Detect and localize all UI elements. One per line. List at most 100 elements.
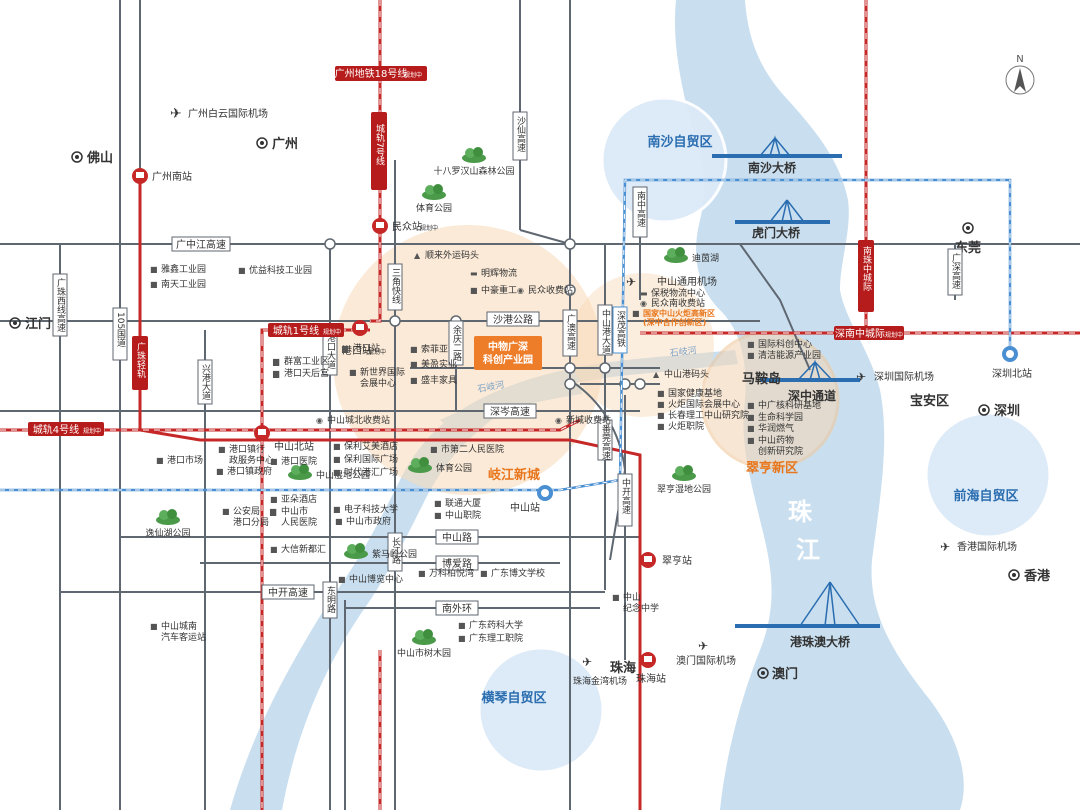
building-icon: ■ <box>156 456 164 465</box>
station-gznan[interactable]: 广州南站 <box>132 168 192 184</box>
svg-text:沙港公路: 沙港公路 <box>493 313 533 326</box>
poi-p34: ■港口医院 <box>270 455 317 467</box>
hengqin-zone <box>477 646 605 774</box>
svg-text:规划中: 规划中 <box>885 331 903 339</box>
poi-p23: ■国家健康基地 <box>657 387 722 399</box>
svg-text:国家中山火炬高新区: 国家中山火炬高新区 <box>643 308 715 318</box>
poi-p22: ■清洁能源产业园 <box>747 349 821 361</box>
svg-text:广中江高速: 广中江高速 <box>176 238 226 251</box>
bridges-layer <box>712 135 880 628</box>
building-icon: ■ <box>270 545 278 554</box>
city-aomen: 澳门 <box>757 666 798 682</box>
svg-text:十八罗汉山森林公园: 十八罗汉山森林公园 <box>433 165 514 177</box>
svg-text:中山港大道: 中山港大道 <box>600 308 611 355</box>
svg-text:博爱路: 博爱路 <box>442 557 472 570</box>
zone-nansha: 南沙自贸区 <box>647 134 712 150</box>
vroad-guangzhuxi: 广珠西线高速 <box>52 273 68 337</box>
building-icon: ■ <box>458 621 466 630</box>
poi-p31: ■港口镇行政服务中心 <box>218 443 274 466</box>
svg-text:火炬国际会展中心: 火炬国际会展中心 <box>668 398 740 410</box>
svg-text:紫马岭公园: 紫马岭公园 <box>372 548 417 560</box>
poi-p51: ■中山纪念中学 <box>612 591 659 614</box>
svg-text:港口医院: 港口医院 <box>281 455 317 467</box>
svg-text:中广核科研基地: 中广核科研基地 <box>758 399 821 411</box>
svg-text:规划中: 规划中 <box>83 427 101 435</box>
svg-text:清洁能源产业园: 清洁能源产业园 <box>758 349 821 361</box>
poi-p21: ■国际科创中心 <box>747 338 812 350</box>
building-icon: ■ <box>747 401 755 410</box>
svg-text:优益科技工业园: 优益科技工业园 <box>249 264 312 276</box>
building-icon: ■ <box>349 368 357 377</box>
road-nanwai: 南外环 <box>435 600 479 616</box>
poi-p12: ▆港口站 <box>341 342 380 354</box>
station-zsbei[interactable]: 中山北站 <box>254 425 314 453</box>
svg-text:广东药科大学: 广东药科大学 <box>469 619 523 631</box>
svg-text:城轨7号线: 城轨7号线 <box>374 124 385 166</box>
building-icon: ■ <box>657 422 665 431</box>
building-icon: ■ <box>410 345 418 354</box>
building-icon: ▆ <box>272 357 280 366</box>
tree-icon <box>465 148 475 158</box>
building-icon: ■ <box>470 286 478 295</box>
rail-gzqg: 广珠轻轨 <box>132 336 148 390</box>
vroad-g105: 105国道 <box>112 307 128 361</box>
river-shiqi-2: 石岐河 <box>669 344 697 359</box>
poi-p4: ◉民众收费站 <box>517 284 573 296</box>
building-icon: ■ <box>458 634 466 643</box>
svg-text:广州白云国际机场: 广州白云国际机场 <box>188 107 268 120</box>
park-tiyu2: 体育公园 <box>408 457 472 474</box>
bridge-nansha: 南沙大桥 <box>748 160 797 175</box>
svg-text:深茂高铁: 深茂高铁 <box>615 311 626 348</box>
svg-text:广深高速: 广深高速 <box>950 252 961 290</box>
tree-icon <box>425 185 435 195</box>
svg-text:城轨1号线: 城轨1号线 <box>273 324 319 337</box>
station-zhongshan[interactable]: 中山站 <box>510 485 553 514</box>
svg-text:东明路: 东明路 <box>325 585 336 614</box>
building-icon: ■ <box>333 442 341 451</box>
zone-cuiheng: 翠亨新区 <box>746 460 798 476</box>
svg-text:港口站: 港口站 <box>342 344 372 357</box>
project-badge[interactable]: 中物广深 科创产业园 <box>474 336 542 370</box>
poi-p18: ■盛丰家具 <box>410 374 457 386</box>
tree-icon <box>675 466 685 476</box>
rail-cg4: 城轨4号线规划中 <box>28 422 104 436</box>
svg-text:城轨4号线: 城轨4号线 <box>33 423 79 436</box>
svg-text:中山湿地公园: 中山湿地公园 <box>316 469 370 481</box>
city-jiangmen: 江门 <box>9 316 51 332</box>
poi-p32: ■港口镇政府 <box>216 465 272 477</box>
svg-text:亚朵酒店: 亚朵酒店 <box>281 493 317 505</box>
station-zhuhai[interactable]: 珠海站 <box>636 652 666 685</box>
poi-p28: ■生命科学园 <box>747 411 803 423</box>
svg-text:深圳国际机场: 深圳国际机场 <box>874 370 934 383</box>
airplane-icon: ✈ <box>856 370 866 384</box>
station-cuiheng[interactable]: 翠亨站 <box>640 552 692 568</box>
svg-text:电子科技大学: 电子科技大学 <box>344 503 398 515</box>
poi-p9: ◉民众南收费站 <box>640 297 705 309</box>
park-shumu: 中山市树木园 <box>397 629 451 659</box>
building-icon: ■ <box>747 351 755 360</box>
road-guangzhong: 广中江高速 <box>171 236 231 252</box>
building-icon: ▆ <box>269 507 277 516</box>
poi-p5: ■雅鑫工业园 <box>150 263 206 275</box>
zone-qijiang: 岐江新城 <box>488 467 540 483</box>
svg-text:新城收费站: 新城收费站 <box>566 414 611 426</box>
poi-p11: (深中合作创新区) <box>643 317 706 327</box>
building-icon: ■ <box>150 265 158 274</box>
station-szbei[interactable]: 深圳北站 <box>992 346 1032 380</box>
city-guangzhou: 广州 <box>256 136 298 152</box>
poi-p6: ■南天工业园 <box>150 278 206 290</box>
qianhai-zone <box>924 411 1052 539</box>
poi-p43: ■电子科技大学 <box>333 503 398 515</box>
poi-p38: ■市第二人民医院 <box>430 443 504 455</box>
poi-p45: ■联通大厦 <box>434 497 481 509</box>
svg-text:索菲亚: 索菲亚 <box>421 343 448 355</box>
svg-text:余庆二路: 余庆二路 <box>451 324 462 362</box>
building-icon: ◉ <box>316 416 323 425</box>
svg-text:中山职院: 中山职院 <box>445 509 481 521</box>
svg-text:中山纪念中学: 中山纪念中学 <box>623 591 659 614</box>
road-zhongshanlu: 中山路 <box>435 529 479 545</box>
